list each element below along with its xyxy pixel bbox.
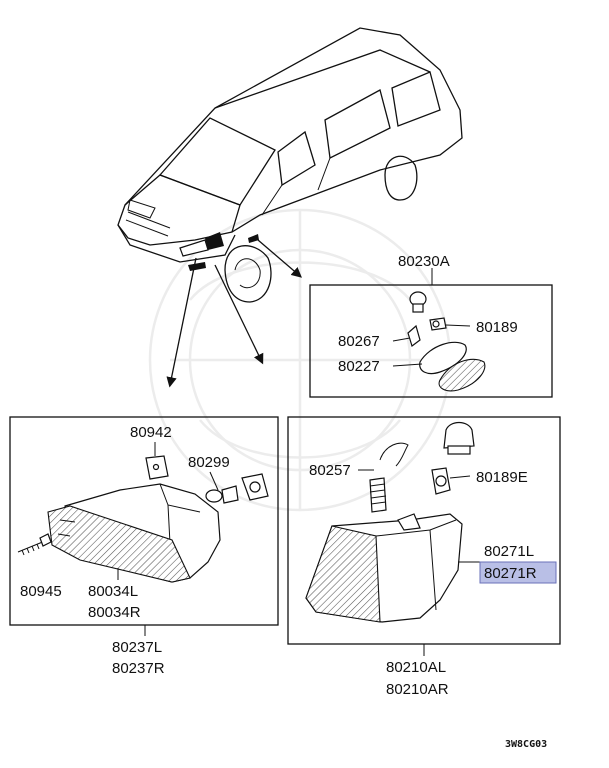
front-lamp-box bbox=[9, 416, 279, 626]
callout-80942: 80942 bbox=[130, 424, 172, 441]
side-marker-box bbox=[309, 284, 553, 398]
callout-80237R: 80237R bbox=[112, 660, 165, 677]
callout-80945: 80945 bbox=[20, 583, 62, 600]
callout-80271R[interactable]: 80271R bbox=[484, 565, 537, 582]
callout-80189E: 80189E bbox=[476, 469, 528, 486]
front-lamp-group: 80942 80299 80945 80034L 80034R 80237L 8… bbox=[9, 416, 279, 677]
callout-80257: 80257 bbox=[309, 462, 351, 479]
callout-80210AL: 80210AL bbox=[386, 659, 446, 676]
callout-80034L: 80034L bbox=[88, 583, 138, 600]
callout-80299: 80299 bbox=[188, 454, 230, 471]
callout-80227: 80227 bbox=[338, 358, 380, 375]
van-illustration bbox=[117, 27, 463, 303]
callout-80237L: 80237L bbox=[112, 639, 162, 656]
side-marker-group: 80230A 80267 80189 80227 bbox=[309, 253, 553, 398]
callout-80210AR: 80210AR bbox=[386, 681, 449, 698]
callout-80189: 80189 bbox=[476, 319, 518, 336]
corner-lamp-group: 80257 80189E 80271L 80271R 80210AL 80210… bbox=[287, 416, 561, 698]
callout-80230A: 80230A bbox=[398, 253, 450, 270]
callout-80034R: 80034R bbox=[88, 604, 141, 621]
callout-80271L: 80271L bbox=[484, 543, 534, 560]
callout-80267: 80267 bbox=[338, 333, 380, 350]
diagram-code: 3W8CG03 bbox=[505, 739, 547, 750]
highlight-80271R bbox=[479, 561, 557, 584]
pointer-arrows bbox=[166, 239, 302, 388]
